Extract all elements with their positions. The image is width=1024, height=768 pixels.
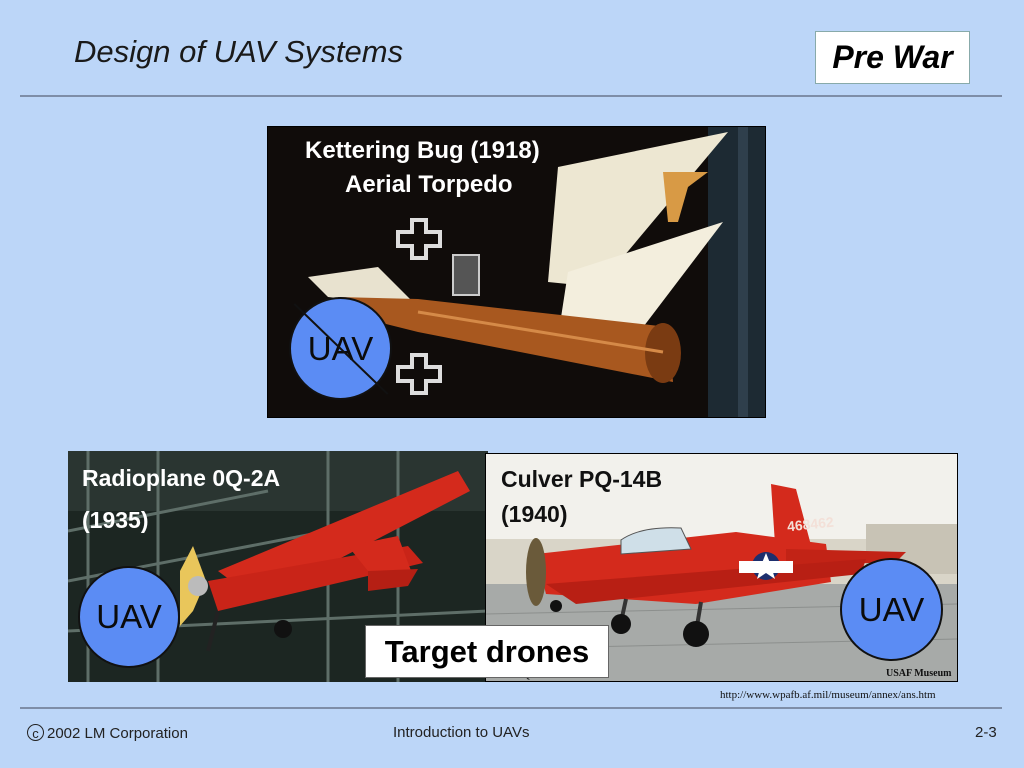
top-rule bbox=[20, 95, 1002, 97]
source-url[interactable]: http://www.wpafb.af.mil/museum/annex/ans… bbox=[720, 689, 936, 701]
slide-title: Design of UAV Systems bbox=[74, 34, 404, 69]
bottom-rule bbox=[20, 707, 1002, 709]
museum-credit: USAF Museum bbox=[886, 668, 952, 679]
radioplane-uav-badge: UAV bbox=[78, 566, 180, 668]
era-badge: Pre War bbox=[815, 31, 970, 84]
kettering-caption-line2: Aerial Torpedo bbox=[345, 171, 513, 198]
copyright-text: 2002 LM Corporation bbox=[47, 725, 188, 742]
target-drones-label: Target drones bbox=[365, 625, 609, 678]
copyright-icon: c bbox=[27, 724, 44, 741]
footer-page-number: 2-3 bbox=[975, 724, 997, 741]
kettering-uav-crossed-badge: UAV bbox=[289, 297, 392, 400]
culver-caption-line2: (1940) bbox=[501, 501, 568, 527]
uav-label: UAV bbox=[858, 590, 925, 628]
radioplane-caption-line1: Radioplane 0Q-2A bbox=[82, 465, 281, 491]
uav-label: UAV bbox=[96, 598, 162, 635]
radioplane-caption-line2: (1935) bbox=[82, 507, 149, 533]
culver-uav-badge: UAV bbox=[840, 558, 943, 661]
kettering-caption-line1: Kettering Bug (1918) bbox=[305, 137, 540, 164]
culver-caption-line1: Culver PQ-14B bbox=[501, 466, 663, 492]
footer-course-title: Introduction to UAVs bbox=[393, 724, 530, 741]
